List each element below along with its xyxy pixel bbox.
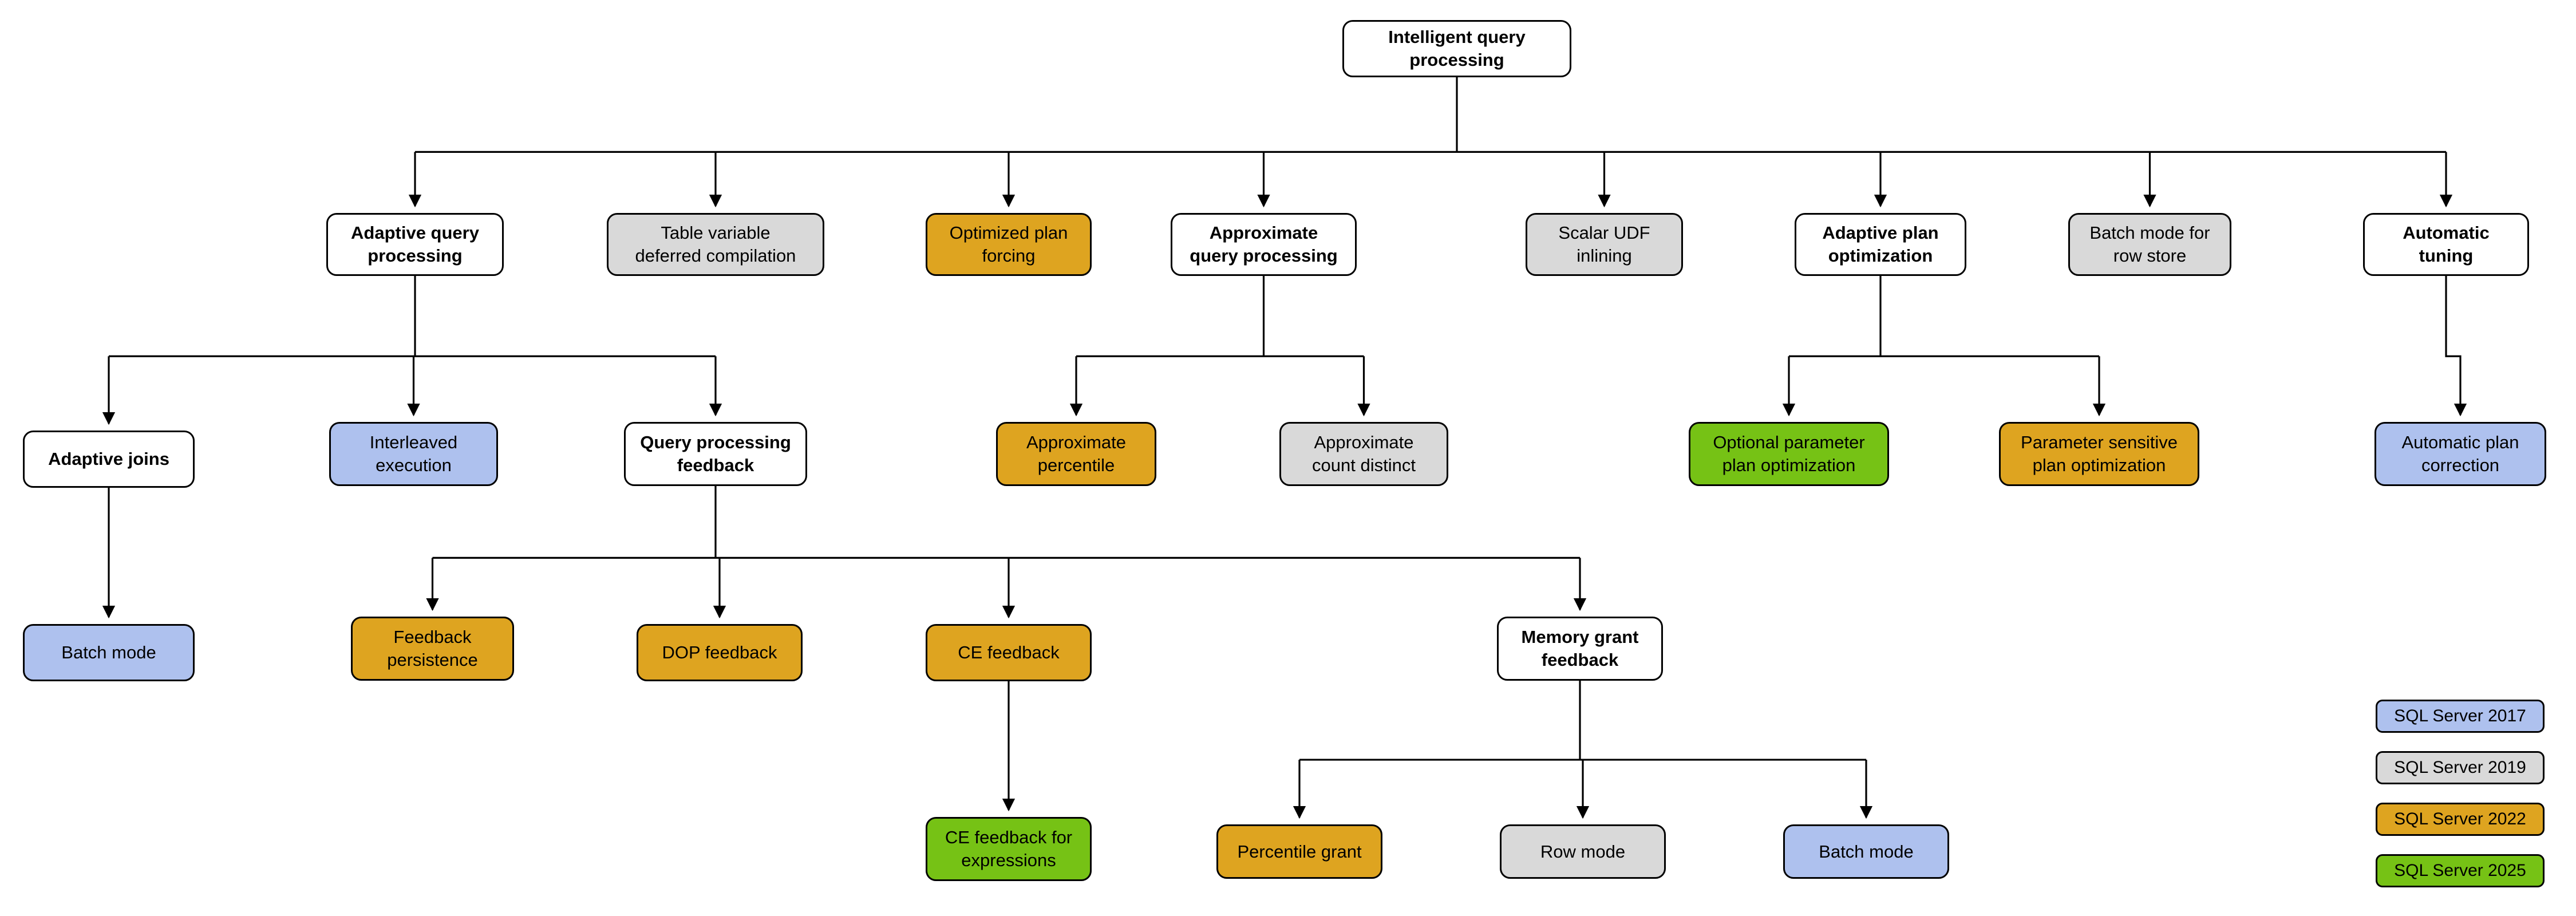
node-label: Percentile grant	[1237, 841, 1362, 862]
node-apc[interactable]: Automatic plan correction	[2374, 422, 2546, 486]
node-label: Optimized plan forcing	[949, 223, 1068, 266]
node-label: Approximate query processing	[1190, 223, 1338, 266]
node-label: Scalar UDF inlining	[1558, 223, 1650, 266]
node-qpf[interactable]: Query processing feedback	[624, 422, 807, 486]
node-label: Batch mode for row store	[2089, 223, 2210, 266]
legend-label: SQL Server 2025	[2394, 861, 2526, 880]
legend-item-sql-server-2017: SQL Server 2017	[2376, 700, 2545, 733]
node-label: Interleaved execution	[369, 432, 458, 475]
legend-item-sql-server-2019: SQL Server 2019	[2376, 751, 2545, 784]
node-apo[interactable]: Adaptive plan optimization	[1795, 213, 1966, 276]
node-label: DOP feedback	[662, 642, 777, 663]
node-label: Batch mode	[61, 642, 156, 663]
node-label: CE feedback	[958, 642, 1060, 663]
node-dopfb[interactable]: DOP feedback	[637, 624, 803, 681]
legend-item-sql-server-2025: SQL Server 2025	[2376, 854, 2545, 887]
node-label: Memory grant feedback	[1521, 627, 1639, 670]
edge-autotune-to-apc	[2445, 276, 2467, 417]
node-opf[interactable]: Optimized plan forcing	[926, 213, 1092, 276]
node-mgf[interactable]: Memory grant feedback	[1497, 617, 1663, 681]
node-ajoins[interactable]: Adaptive joins	[23, 431, 195, 488]
node-label: Automatic plan correction	[2401, 432, 2519, 475]
node-label: Adaptive joins	[48, 449, 169, 469]
node-label: Automatic tuning	[2403, 223, 2490, 266]
node-root[interactable]: Intelligent query processing	[1342, 20, 1571, 77]
node-bmrs[interactable]: Batch mode for row store	[2068, 213, 2231, 276]
node-label: Table variable deferred compilation	[635, 223, 796, 266]
node-pspo[interactable]: Parameter sensitive plan optimization	[1999, 422, 2199, 486]
node-fbpers[interactable]: Feedback persistence	[351, 617, 514, 681]
node-bmode1[interactable]: Batch mode	[23, 624, 195, 681]
node-label: CE feedback for expressions	[945, 827, 1073, 870]
node-autotune[interactable]: Automatic tuning	[2363, 213, 2529, 276]
node-label: Adaptive plan optimization	[1822, 223, 1939, 266]
node-label: Optional parameter plan optimization	[1713, 432, 1865, 475]
node-label: Batch mode	[1819, 841, 1914, 862]
node-label: Intelligent query processing	[1388, 27, 1526, 70]
node-label: Query processing feedback	[640, 432, 791, 475]
node-label: Approximate count distinct	[1312, 432, 1416, 475]
node-tvdc[interactable]: Table variable deferred compilation	[607, 213, 824, 276]
legend-label: SQL Server 2019	[2394, 758, 2526, 777]
node-ilexec[interactable]: Interleaved execution	[329, 422, 498, 486]
node-acd[interactable]: Approximate count distinct	[1279, 422, 1448, 486]
legend-item-sql-server-2022: SQL Server 2022	[2376, 803, 2545, 836]
node-cefbexpr[interactable]: CE feedback for expressions	[926, 817, 1092, 881]
node-label: Row mode	[1540, 841, 1626, 862]
node-aqproc[interactable]: Approximate query processing	[1171, 213, 1357, 276]
node-pctgrant[interactable]: Percentile grant	[1216, 824, 1382, 879]
node-rowmode[interactable]: Row mode	[1500, 824, 1666, 879]
node-aqp[interactable]: Adaptive query processing	[326, 213, 504, 276]
node-label: Approximate percentile	[1026, 432, 1127, 475]
node-label: Feedback persistence	[387, 627, 478, 670]
node-bmode2[interactable]: Batch mode	[1783, 824, 1949, 879]
node-apct[interactable]: Approximate percentile	[996, 422, 1156, 486]
node-udf[interactable]: Scalar UDF inlining	[1526, 213, 1683, 276]
node-cefb[interactable]: CE feedback	[926, 624, 1092, 681]
node-label: Parameter sensitive plan optimization	[2021, 432, 2178, 475]
legend-label: SQL Server 2022	[2394, 810, 2526, 828]
node-oppo[interactable]: Optional parameter plan optimization	[1689, 422, 1889, 486]
node-label: Adaptive query processing	[351, 223, 479, 266]
legend-label: SQL Server 2017	[2394, 706, 2526, 725]
